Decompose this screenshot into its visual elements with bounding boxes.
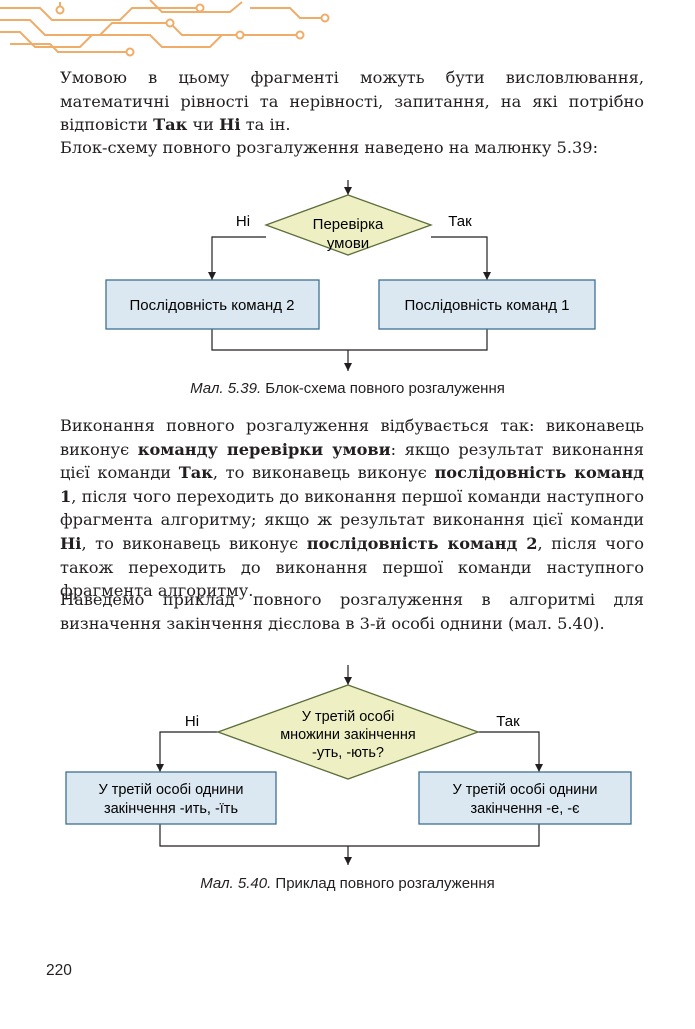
paragraph-condition: Умовою в цьому фрагменті можуть бути вис… [60,66,644,137]
decision-text-line3: -уть, -ють? [312,745,384,761]
circuit-node [55,5,65,15]
circuit-trace [250,7,325,19]
decision-text-line1: Перевірка [313,216,384,233]
paragraph-example-intro: Наведемо приклад повного розгалуження в … [60,588,644,635]
arrowhead-icon [344,857,352,865]
process-text-left-line1: У третій особі однини [98,782,243,798]
circuit-node [320,13,330,23]
bold-term: Так [178,463,213,483]
decision-text-line1: У третій особі [302,709,395,725]
process-box-right [378,279,596,330]
bold-term: Так [153,115,188,135]
circuit-node [295,30,305,40]
process-text-left: Послідовність команд 2 [129,297,294,314]
bold-term: Ні [60,533,82,553]
circuit-trace [0,7,200,21]
paragraph-explanation: Виконання повного розгалуження відбуваєт… [60,414,644,603]
circuit-node [165,18,175,28]
decision-text-line2: множини закінчення [280,727,416,743]
figure-caption-5-39: Мал. 5.39. Блок-схема повного розгалужен… [0,380,695,397]
connector-line [159,731,218,772]
circuit-trace [0,19,240,36]
connector-line [478,731,540,772]
process-box-left [105,279,320,330]
process-box-left [65,771,277,825]
caption-number: Мал. 5.39. [190,380,262,397]
figure-caption-5-40: Мал. 5.40. Приклад повного розгалуження [0,875,695,892]
process-text-left-line2: закінчення -ить, -їть [104,801,238,817]
bold-term: послідовність команд 1 [60,463,644,506]
connector-line [159,824,540,847]
arrowhead-icon [483,272,491,280]
arrowhead-icon [344,187,352,195]
bold-term: послідовність команд 2 [306,533,538,553]
process-text-right: Послідовність команд 1 [404,297,569,314]
arrowhead-icon [344,363,352,371]
paragraph-intro-figure: Блок-схему повного розгалуження наведено… [60,136,644,160]
process-text-right-line2: закінчення -е, -є [471,801,581,817]
branch-label-yes: Так [496,713,520,730]
arrowhead-icon [208,272,216,280]
circuit-trace [149,0,243,13]
arrowhead-icon [535,764,543,772]
flowchart-5-39: Перевірка умови Ні Так Послідовність ком… [105,180,596,371]
paragraph-text: : якщо результат виконання цієї команди [60,439,644,483]
paragraph-text: Блок-схему повного розгалуження наведено… [60,138,599,157]
decision-text-line2: умови [327,235,369,252]
arrowhead-icon [156,764,164,772]
paragraph-text: , після чого також переходить до виконан… [60,533,644,601]
paragraph-text: , то виконавець виконує [81,533,299,553]
caption-text: Приклад повного розгалуження [275,875,495,892]
branch-label-yes: Так [448,213,472,230]
circuit-node [125,47,135,57]
circuit-trace [10,43,130,53]
flowchart-5-40: У третій особі множини закінчення -уть, … [65,665,632,865]
decision-diamond [216,684,480,780]
branch-label-no: Ні [236,213,250,230]
circuit-node [195,3,205,13]
paragraph-text: Умовою в цьому фрагменті можуть бути вис… [60,68,644,135]
caption-number: Мал. 5.40. [200,875,272,892]
process-text-right-line1: У третій особі однини [452,782,597,798]
paragraph-text: Виконання повного розгалуження відбуваєт… [60,416,644,459]
bold-term: Ні [219,115,241,135]
bold-term: команду перевірки умови [137,439,391,459]
circuit-trace [0,31,300,48]
paragraph-text: та ін. [245,115,291,135]
paragraph-text: , після чого переходить до виконання пер… [60,486,644,530]
circuit-node [235,30,245,40]
process-box-right [418,771,632,825]
caption-text: Блок-схема повного розгалуження [265,380,505,397]
connector-line [211,329,488,351]
connector-line [431,236,488,280]
paragraph-text: чи [192,115,214,135]
page-number: 220 [46,962,72,979]
circuit-decoration [0,0,330,57]
arrowhead-icon [344,677,352,685]
paragraph-text: , то виконавець виконує [212,463,427,483]
branch-label-no: Ні [185,713,199,730]
decision-diamond [264,194,433,256]
connector-line [211,236,266,280]
paragraph-text: Наведемо приклад повного розгалуження в … [60,590,644,633]
